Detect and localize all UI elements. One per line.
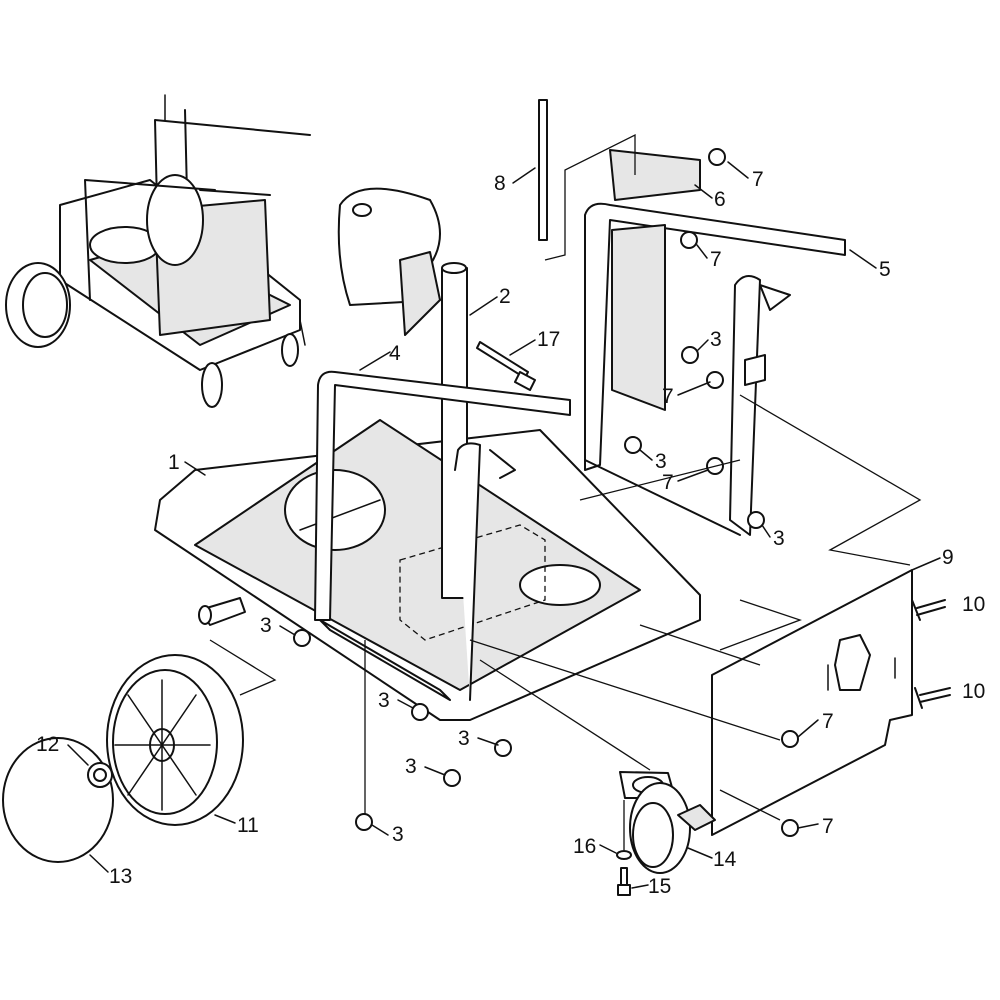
callout-7: 7 xyxy=(752,168,764,191)
base-frame xyxy=(154,419,701,721)
bolt-17 xyxy=(476,341,529,379)
side-panel xyxy=(711,569,913,836)
callout-13: 13 xyxy=(109,865,132,888)
callout-3: 3 xyxy=(378,689,390,712)
leader-lines xyxy=(67,161,941,889)
screw-10-upper xyxy=(911,599,946,621)
callout-7: 7 xyxy=(662,471,674,494)
callout-3: 3 xyxy=(773,527,785,550)
callout-4: 4 xyxy=(389,342,401,365)
callout-9: 9 xyxy=(942,546,954,569)
callout-3: 3 xyxy=(260,614,272,637)
screw-10-lower xyxy=(914,687,951,709)
callout-12: 12 xyxy=(36,733,59,756)
rod xyxy=(538,99,548,241)
bolt xyxy=(617,867,631,896)
projection-lines xyxy=(209,133,922,850)
wheel xyxy=(106,654,244,826)
callout-7: 7 xyxy=(822,815,834,838)
callout-3: 3 xyxy=(655,450,667,473)
assembled-cart-inset xyxy=(5,94,311,408)
callout-3: 3 xyxy=(392,823,404,846)
callout-6: 6 xyxy=(714,188,726,211)
rear-frame xyxy=(584,149,846,536)
callout-7: 7 xyxy=(662,385,674,408)
callout-2: 2 xyxy=(499,285,511,308)
callout-10: 10 xyxy=(962,593,985,616)
handle xyxy=(314,370,571,621)
callout-labels: 8 7 6 7 5 2 17 4 3 7 3 7 1 3 9 10 3 10 3… xyxy=(36,168,985,898)
callout-7: 7 xyxy=(710,248,722,271)
hub-cap xyxy=(2,737,114,863)
callout-3: 3 xyxy=(710,328,722,351)
washer xyxy=(616,850,632,860)
callout-3: 3 xyxy=(405,755,417,778)
callout-17: 17 xyxy=(537,328,560,351)
callout-8: 8 xyxy=(494,172,506,195)
callout-15: 15 xyxy=(648,875,671,898)
callout-10: 10 xyxy=(962,680,985,703)
callout-1: 1 xyxy=(168,451,180,474)
callout-5: 5 xyxy=(879,258,891,281)
callout-7: 7 xyxy=(822,710,834,733)
handle-hook xyxy=(454,442,481,701)
callout-3: 3 xyxy=(458,727,470,750)
callout-14: 14 xyxy=(713,848,737,871)
callout-16: 16 xyxy=(573,835,596,858)
cylinder-dome xyxy=(337,187,441,336)
callout-11: 11 xyxy=(237,814,259,837)
caster xyxy=(619,771,716,874)
